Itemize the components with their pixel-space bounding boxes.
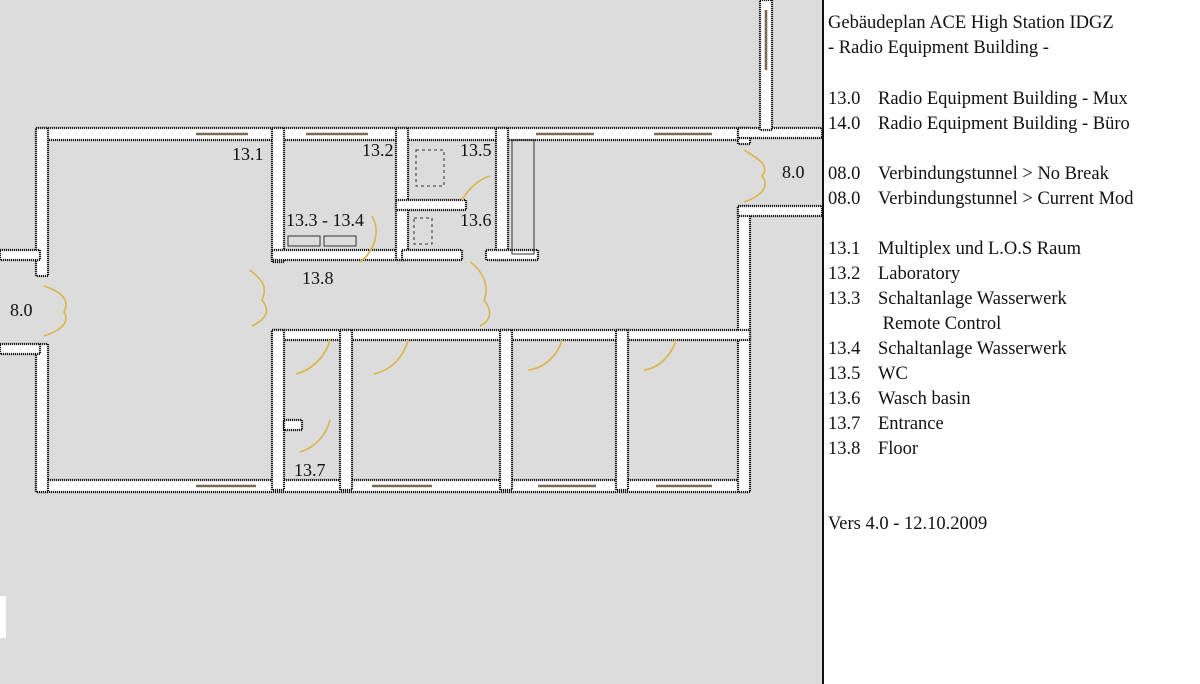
fixtures <box>287 139 535 255</box>
legend-room-item: 13.6 Wasch basin <box>828 388 971 410</box>
wall-right-lower <box>736 204 752 494</box>
legend-code: 13.4 <box>828 339 861 359</box>
door-swing <box>295 339 331 375</box>
room-label-13-5: 13.5 <box>460 140 492 160</box>
door-swing <box>643 339 677 371</box>
legend-text: Verbindungstunnel > Current Mod <box>878 189 1134 209</box>
legend-text: Remote Control <box>878 314 1002 334</box>
legend-text: Schaltanlage Wasserwerk <box>878 289 1067 309</box>
door-swing <box>527 339 563 371</box>
door-swing <box>43 285 67 337</box>
legend-room-item: 13.8 Floor <box>828 438 918 460</box>
wall-interior <box>394 126 410 262</box>
edge-mark <box>0 596 6 638</box>
wall-left-upper <box>34 126 50 278</box>
switchgear-cabinet <box>287 235 321 247</box>
legend-text: Schaltanlage Wasserwerk <box>878 339 1067 359</box>
room-label-tunnel-left: 8.0 <box>10 300 33 320</box>
legend-code: 13.2 <box>828 264 861 284</box>
cabinet <box>511 139 535 255</box>
wall-interior <box>498 328 514 492</box>
legend-subtitle: - Radio Equipment Building - <box>828 38 1049 58</box>
room-label-13-8: 13.8 <box>302 268 334 288</box>
legend-text: Laboratory <box>878 264 961 284</box>
wc-fixture <box>415 149 445 187</box>
door-swing <box>743 149 766 203</box>
wall-interior <box>338 328 354 492</box>
windows <box>196 10 768 488</box>
door-swing <box>249 269 268 327</box>
wall-annex-top <box>736 126 822 140</box>
legend-room-item: Remote Control <box>828 313 1002 335</box>
wall-interior <box>270 126 286 264</box>
legend-tunnel-item: 08.0 Verbindungstunnel > No Break <box>828 163 1109 185</box>
floor-plan-drawing <box>0 0 822 494</box>
legend-building-item: 14.0 Radio Equipment Building - Büro <box>828 113 1130 135</box>
legend-version: Vers 4.0 - 12.10.2009 <box>828 514 988 534</box>
legend-tunnel-item: 08.0 Verbindungstunnel > Current Mod <box>828 188 1134 210</box>
legend-text: WC <box>878 364 908 384</box>
room-label-13-1: 13.1 <box>232 144 264 164</box>
legend-text: Radio Equipment Building - Mux <box>878 89 1128 109</box>
legend-code: 13.3 <box>828 289 861 309</box>
legend-room-item: 13.2 Laboratory <box>828 263 960 285</box>
wall-tunnel-left-top <box>0 248 42 262</box>
legend-text: Multiplex und L.O.S Raum <box>878 239 1081 259</box>
legend-room-item: 13.5 WC <box>828 363 908 385</box>
door-swings <box>43 149 766 453</box>
legend-room-item: 13.1 Multiplex und L.O.S Raum <box>828 238 1081 260</box>
sink-fixture <box>413 217 433 245</box>
wall-interior <box>494 126 510 262</box>
legend-code: 08.0 <box>828 189 861 209</box>
legend-code: 14.0 <box>828 114 861 134</box>
room-label-13-3-13-4: 13.3 - 13.4 <box>286 210 364 230</box>
legend-room-item: 13.7 Entrance <box>828 413 944 435</box>
legend-panel: Gebäudeplan ACE High Station IDGZ - Radi… <box>822 0 1200 684</box>
wall-interior <box>282 418 304 432</box>
interior-walls <box>270 126 752 492</box>
legend-text: Entrance <box>878 414 944 434</box>
legend-code: 13.8 <box>828 439 861 459</box>
floor-plan: 13.1 13.2 13.5 13.3 - 13.4 13.6 13.8 13.… <box>0 0 822 638</box>
door-swing <box>373 339 409 375</box>
door-swing <box>359 215 377 263</box>
door-swing <box>469 261 491 327</box>
wall-top <box>34 126 750 142</box>
room-label-13-2: 13.2 <box>362 140 394 160</box>
legend-code: 13.0 <box>828 89 861 109</box>
wall-interior <box>270 328 286 492</box>
legend-room-item: 13.4 Schaltanlage Wasserwerk <box>828 338 1067 360</box>
legend-title: Gebäudeplan ACE High Station IDGZ <box>828 13 1114 33</box>
wall-annex-bottom <box>736 204 822 218</box>
door-swing <box>461 175 491 201</box>
room-label-tunnel-right: 8.0 <box>782 162 805 182</box>
wall-tunnel-left-bottom <box>0 342 42 356</box>
room-label-13-6: 13.6 <box>460 210 492 230</box>
legend-text: Wasch basin <box>878 389 971 409</box>
outer-walls <box>0 0 822 494</box>
legend-code: 13.6 <box>828 389 861 409</box>
legend-text: Verbindungstunnel > No Break <box>878 164 1109 184</box>
wall-interior <box>400 248 464 262</box>
switchgear-cabinet <box>323 235 357 247</box>
legend-code: 13.7 <box>828 414 861 434</box>
wall-interior <box>270 248 404 262</box>
legend-text: Radio Equipment Building - Büro <box>878 114 1130 134</box>
door-swing <box>299 419 331 453</box>
wall-interior <box>614 328 630 492</box>
legend-code: 13.1 <box>828 239 861 259</box>
room-label-13-7: 13.7 <box>294 460 326 480</box>
legend-room-item: 13.3 Schaltanlage Wasserwerk <box>828 288 1067 310</box>
wall-left-lower <box>34 342 50 494</box>
legend-code: 13.5 <box>828 364 861 384</box>
legend-building-item: 13.0 Radio Equipment Building - Mux <box>828 88 1128 110</box>
legend-text: Floor <box>878 439 919 459</box>
wall-interior <box>394 198 468 212</box>
legend-code: 08.0 <box>828 164 861 184</box>
